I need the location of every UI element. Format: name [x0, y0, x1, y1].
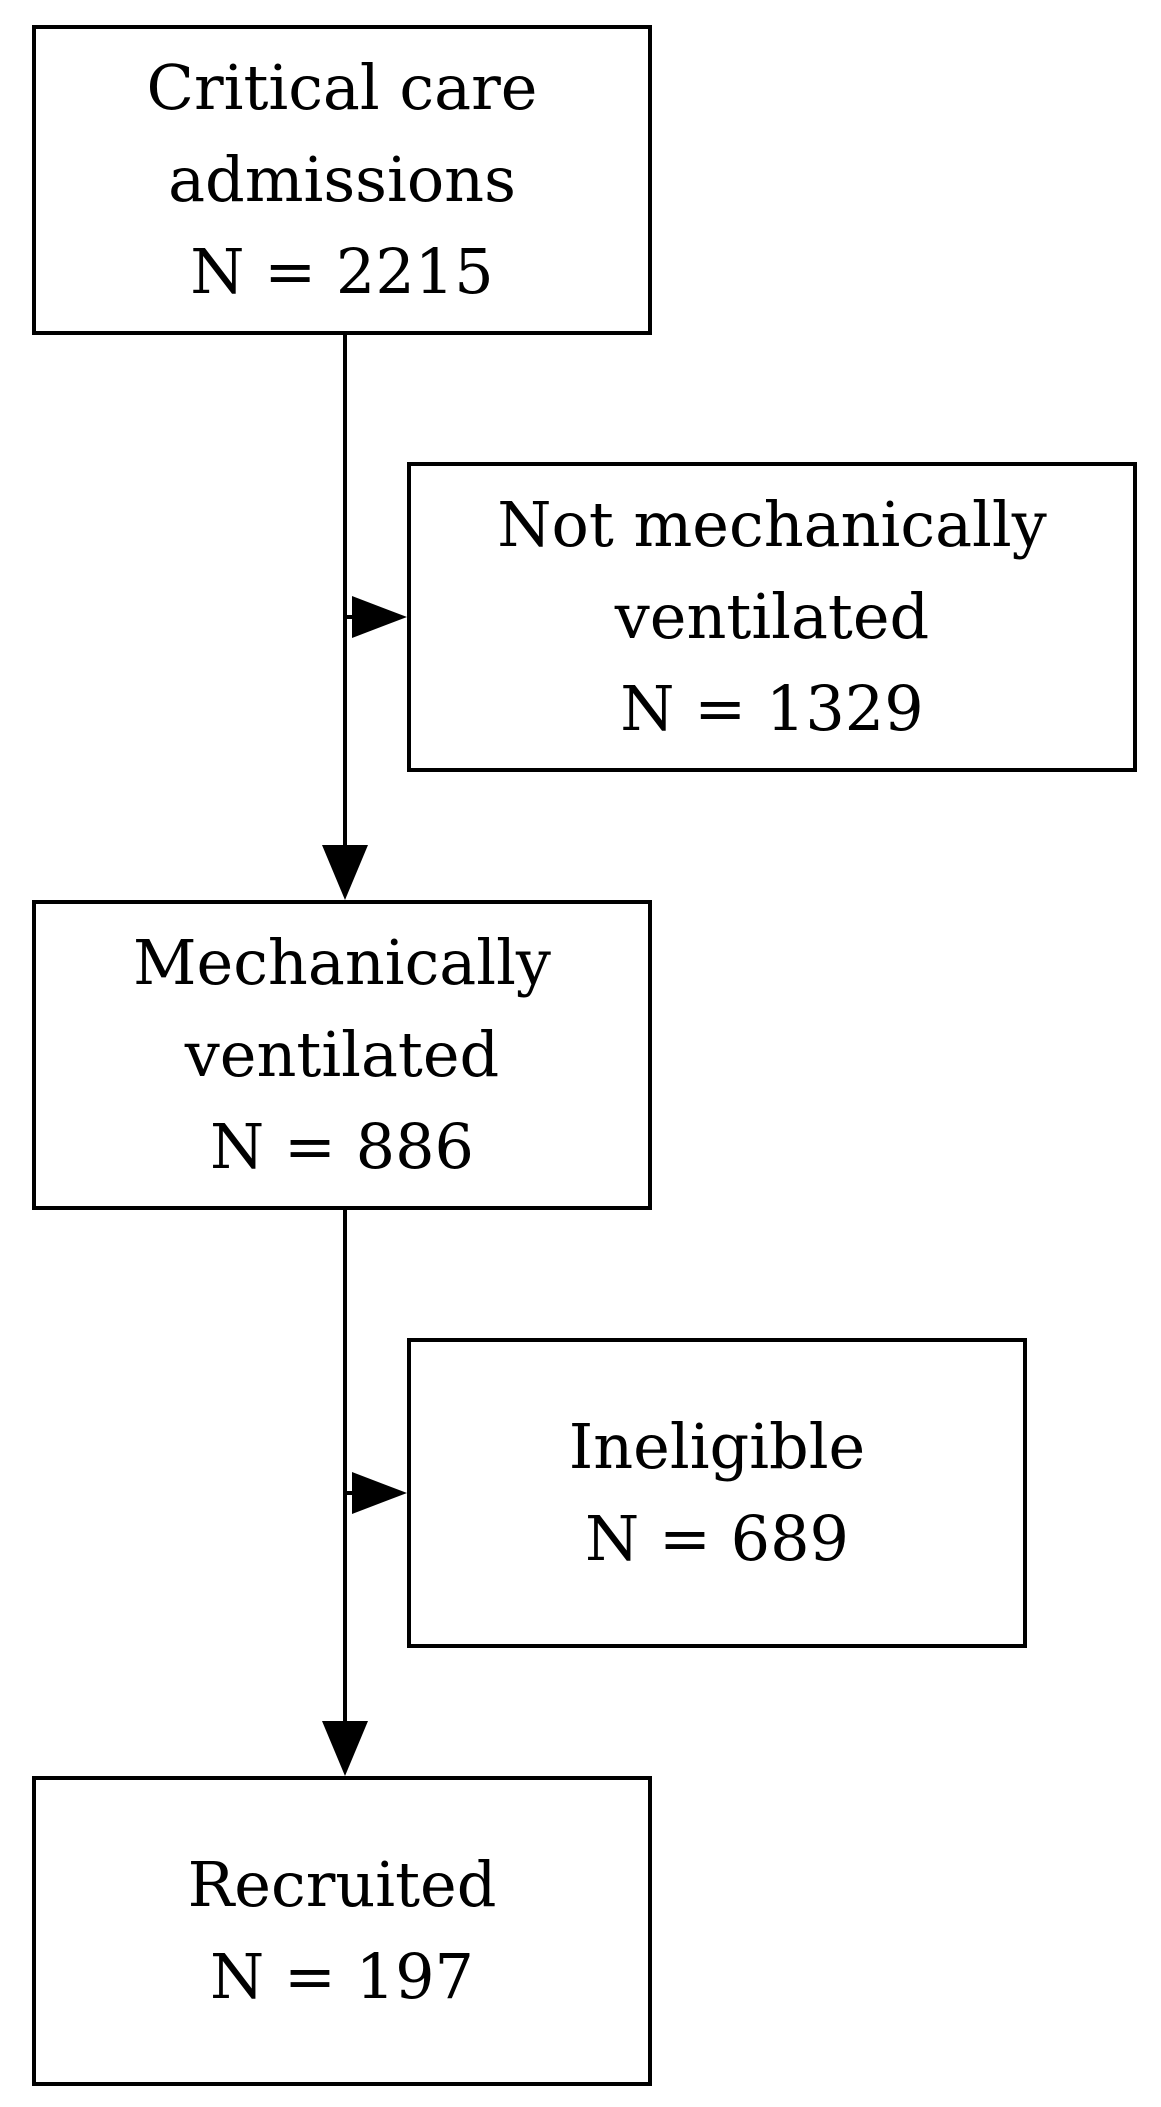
node-count: N = 886 [210, 1110, 474, 1183]
node-label-line: admissions [168, 143, 516, 216]
node-critical-care-admissions: Critical care admissions N = 2215 [32, 25, 652, 335]
node-ineligible: Ineligible N = 689 [407, 1338, 1027, 1648]
arrowhead-not-mv [352, 596, 407, 638]
node-label-line: Mechanically [133, 926, 551, 999]
arrowhead-ineligible [352, 1472, 407, 1514]
node-recruited: Recruited N = 197 [32, 1776, 652, 2086]
node-label-line: ventilated [614, 580, 930, 653]
node-not-mechanically-ventilated: Not mechanically ventilated N = 1329 [407, 462, 1137, 772]
node-label-line: Recruited [187, 1848, 497, 1921]
node-label-line: Ineligible [568, 1410, 866, 1483]
node-label-line: Critical care [146, 51, 538, 124]
node-label-line: ventilated [184, 1018, 500, 1091]
node-count: N = 2215 [190, 235, 494, 308]
node-mechanically-ventilated: Mechanically ventilated N = 886 [32, 900, 652, 1210]
node-label-line: Not mechanically [497, 488, 1047, 561]
arrowhead-mv [322, 845, 368, 900]
node-count: N = 689 [585, 1502, 849, 1575]
node-count: N = 1329 [620, 672, 924, 745]
arrowhead-recruited [322, 1721, 368, 1776]
node-count: N = 197 [210, 1940, 474, 2013]
